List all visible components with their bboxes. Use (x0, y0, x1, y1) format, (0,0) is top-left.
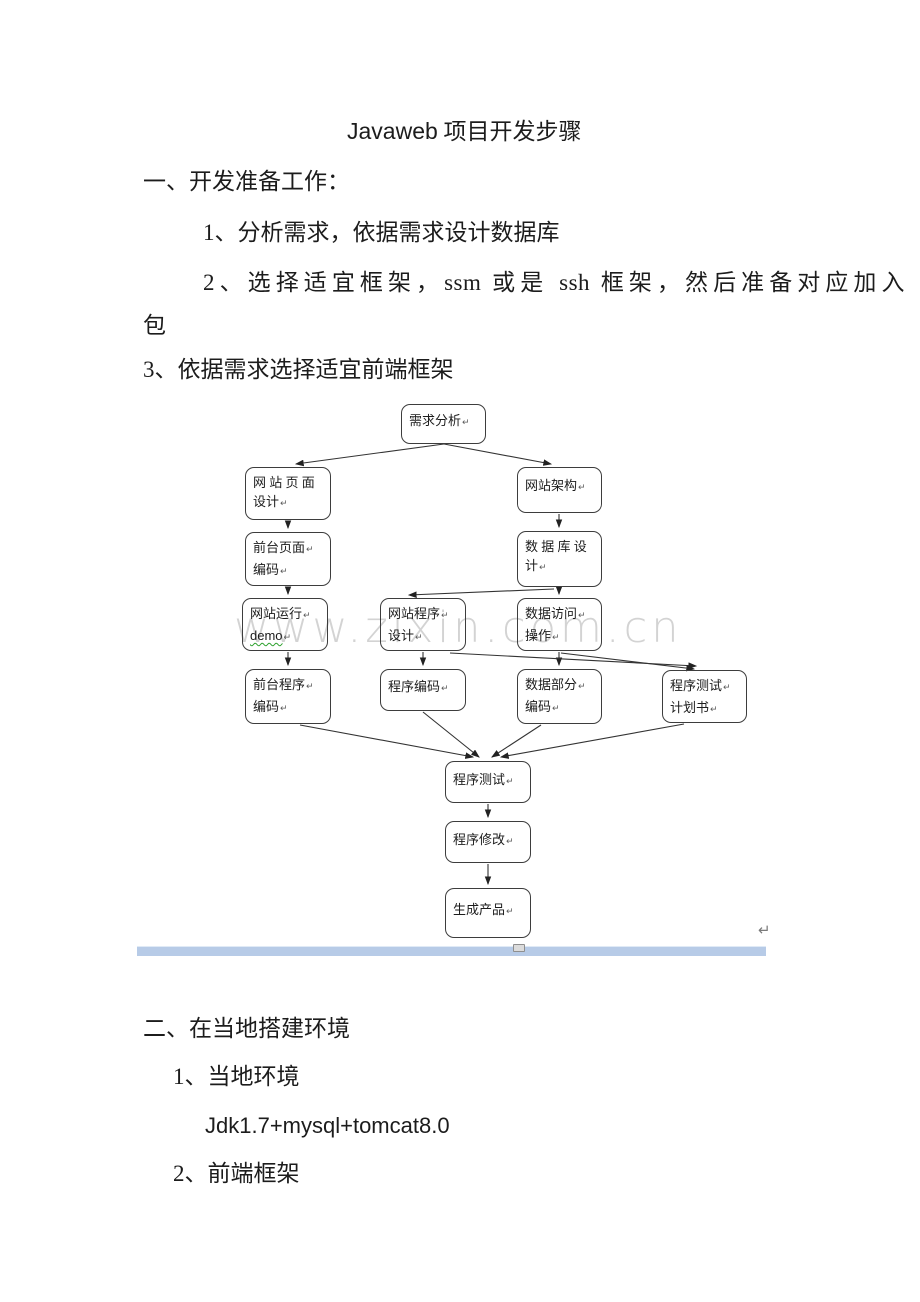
list-item-5: 2、前端框架 (173, 1161, 300, 1186)
paragraph-mark: ↵ (506, 907, 514, 917)
flow-node-requirement-analysis: 需求分析↵ (401, 404, 486, 444)
flow-node-front-page-coding: 前台页面↵ 编码↵ (245, 532, 331, 586)
flow-node-line: 编码↵ (525, 699, 560, 714)
flow-node-line: 设计↵ (388, 628, 423, 643)
flow-node-line: 网站运行↵ (250, 606, 311, 621)
paragraph-mark: ↵ (710, 705, 718, 715)
flow-node-data-part-coding: 数据部分↵ 编码↵ (517, 669, 602, 724)
watermark: www.zixin.com.cn (234, 603, 683, 653)
flow-node-line: 程序修改↵ (453, 832, 514, 847)
doc-title-latin: Javaweb (347, 118, 438, 144)
paragraph-mark: ↵ (506, 837, 514, 847)
paragraph-mark: ↵ (306, 545, 314, 555)
paragraph-mark: ↵ (303, 611, 311, 621)
paragraph-mark: ↵ (441, 684, 449, 694)
flow-node-line: 设计↵ (253, 494, 288, 509)
flow-node-line: 计↵ (525, 558, 547, 573)
spellcheck-underline: demo (250, 628, 283, 643)
flow-node-website-program-design: 网站程序↵ 设计↵ (380, 598, 466, 651)
flow-node-line: 生成产品↵ (453, 902, 514, 917)
doc-title-cjk: 项目开发步骤 (437, 119, 582, 144)
paragraph-mark: ↵ (280, 704, 288, 714)
list-item-1: 1、分析需求，依据需求设计数据库 (203, 220, 560, 245)
list-item-2-wrap: 包 (143, 313, 166, 338)
flow-node-line: 程序编码↵ (388, 679, 449, 694)
flow-node-website-run-demo: 网站运行↵ demo↵ (242, 598, 328, 651)
list-item-4: 1、当地环境 (173, 1064, 300, 1089)
paragraph-mark: ↵ (578, 682, 586, 692)
flow-node-line: demo↵ (250, 626, 325, 648)
flow-node-product-release: 生成产品↵ (445, 888, 531, 938)
flow-node-line: 需求分析↵ (409, 413, 470, 428)
paragraph-mark: ↵ (415, 633, 423, 643)
paragraph-mark: ↵ (306, 682, 314, 692)
paragraph-mark: ↵ (462, 418, 470, 428)
flow-node-line: 编码↵ (253, 562, 288, 577)
flow-node-line: 网站架构↵ (525, 478, 586, 493)
heading-2: 二、在当地搭建环境 (143, 1016, 350, 1041)
flow-node-line: 计划书↵ (670, 700, 718, 715)
flow-node-line: 程序测试↵ (670, 678, 731, 693)
flow-node-data-access-operation: 数据访问↵ 操作↵ (517, 598, 602, 651)
flow-node-line: 数据部分↵ (525, 677, 586, 692)
flow-node-line: 编码↵ (253, 699, 288, 714)
flow-node-front-program-coding: 前台程序↵ 编码↵ (245, 669, 331, 724)
paragraph-mark: ↵ (280, 499, 288, 509)
flow-node-line: 前台页面↵ (253, 540, 314, 555)
paragraph-mark: ↵ (280, 567, 288, 577)
flow-node-line: 操作↵ (525, 628, 560, 643)
paragraph-mark: ↵ (723, 683, 731, 693)
flow-node-program-testing: 程序测试↵ (445, 761, 531, 803)
list-item-2: 2、选择适宜框架，ssm 或是 ssh 框架，然后准备对应加入 (203, 270, 905, 295)
paragraph-mark: ↵ (578, 483, 586, 493)
heading-1: 一、开发准备工作： (143, 169, 350, 194)
flow-node-website-page-design: 网 站 页 面 设计↵ (245, 467, 331, 520)
flow-node-line: 前台程序↵ (253, 677, 314, 692)
flow-node-line: 数据访问↵ (525, 606, 586, 621)
doc-title: Javaweb 项目开发步骤 (347, 117, 582, 146)
flow-node-line: 网 站 页 面 (253, 475, 315, 490)
paragraph-mark: ↵ (552, 633, 560, 643)
scrollbar-handle[interactable] (513, 944, 525, 952)
env-line: Jdk1.7+mysql+tomcat8.0 (205, 1113, 450, 1138)
list-item-3: 3、依据需求选择适宜前端框架 (143, 357, 454, 382)
flow-node-database-design: 数 据 库 设 计↵ (517, 531, 602, 587)
paragraph-mark: ↵ (578, 611, 586, 621)
paragraph-mark: ↵ (539, 563, 547, 573)
horizontal-scrollbar[interactable] (137, 944, 766, 956)
flow-node-website-architecture: 网站架构↵ (517, 467, 602, 513)
paragraph-mark: ↵ (506, 777, 514, 787)
paragraph-mark: ↵ (441, 611, 449, 621)
paragraph-mark: ↵ (283, 633, 292, 643)
flow-node-line: 数 据 库 设 (525, 539, 587, 554)
flow-node-line: 网站程序↵ (388, 606, 449, 621)
flow-node-program-test-plan: 程序测试↵ 计划书↵ (662, 670, 747, 723)
paragraph-mark: ↵ (758, 921, 771, 939)
flow-node-program-fixing: 程序修改↵ (445, 821, 531, 863)
paragraph-mark: ↵ (552, 704, 560, 714)
flow-node-line: 程序测试↵ (453, 772, 514, 787)
flow-node-program-coding: 程序编码↵ (380, 669, 466, 711)
